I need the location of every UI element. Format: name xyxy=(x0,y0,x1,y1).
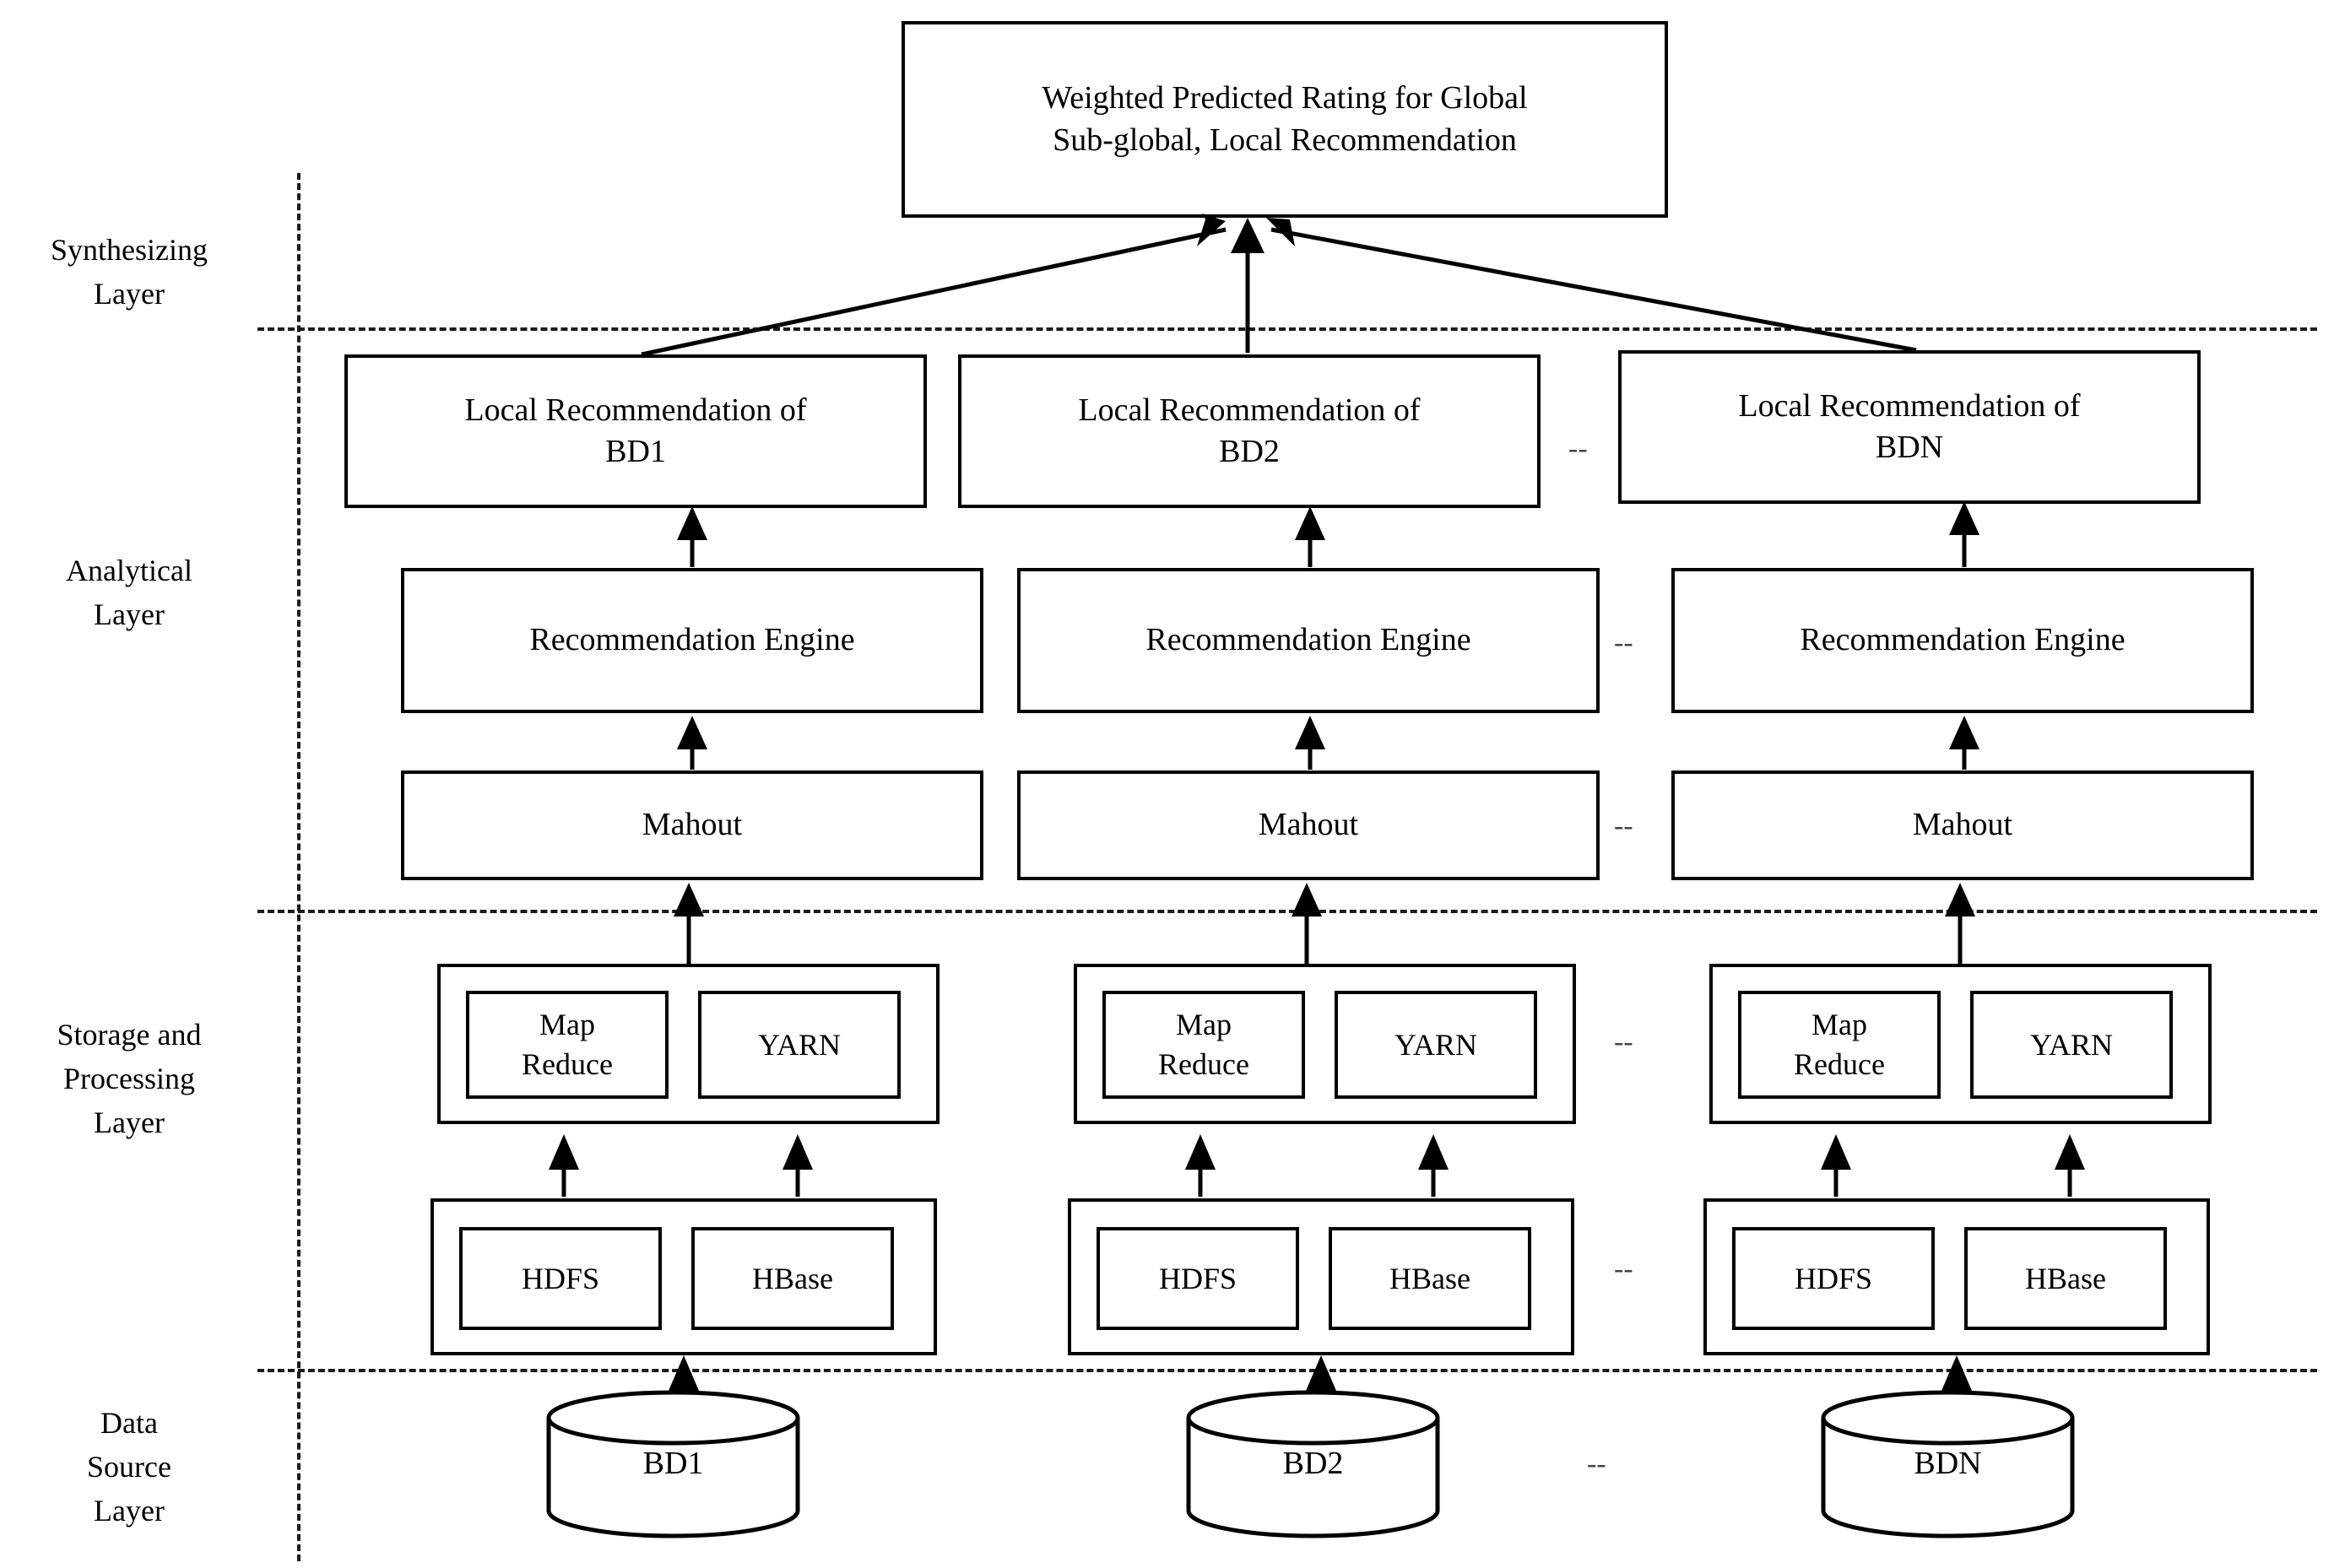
local-rec-bd2-line2: BD2 xyxy=(1219,434,1280,469)
ellipsis-data-source: -- xyxy=(1587,1448,1606,1479)
mahout-box-bd1[interactable]: Mahout xyxy=(401,770,983,880)
recommendation-engine-label-bdn: Recommendation Engine xyxy=(1800,622,2126,658)
yarn-label-bd1: YARN xyxy=(757,1027,841,1062)
layer-divider-analytical-storage xyxy=(257,910,2317,913)
processing-container-bd2: Map Reduce YARN xyxy=(1074,964,1576,1124)
mahout-box-bdn[interactable]: Mahout xyxy=(1671,770,2254,880)
processing-container-bd1: Map Reduce YARN xyxy=(437,964,940,1124)
yarn-box-bd1[interactable]: YARN xyxy=(698,991,901,1099)
layer-label-data-source: Data Source Layer xyxy=(87,1406,171,1528)
hdfs-label-bd1: HDFS xyxy=(521,1261,600,1295)
hbase-box-bd1[interactable]: HBase xyxy=(691,1227,894,1330)
local-rec-bd2-line1: Local Recommendation of xyxy=(1078,392,1421,428)
processing-container-bdn: Map Reduce YARN xyxy=(1709,964,2212,1124)
local-recommendation-box-bd1[interactable]: Local Recommendation of BD1 xyxy=(344,354,927,508)
hdfs-box-bd2[interactable]: HDFS xyxy=(1097,1227,1299,1330)
mahout-label-bdn: Mahout xyxy=(1912,807,2013,843)
local-recommendation-box-bd2[interactable]: Local Recommendation of BD2 xyxy=(958,354,1541,508)
hbase-label-bdn: HBase xyxy=(2025,1261,2106,1295)
map-reduce-box-bd1[interactable]: Map Reduce xyxy=(466,991,669,1099)
yarn-box-bdn[interactable]: YARN xyxy=(1970,991,2173,1099)
local-rec-bd1-line2: BD1 xyxy=(605,434,666,469)
ellipsis-mahout: -- xyxy=(1614,810,1633,841)
map-reduce-bd1-line1: Map xyxy=(539,1008,595,1042)
ellipsis-recommendation-engine: -- xyxy=(1614,627,1633,658)
cylinder-text-bd1-label: BD1 xyxy=(642,1446,704,1481)
hbase-label-bd1: HBase xyxy=(752,1261,833,1295)
cylinder-text-bd2: BD2 xyxy=(1189,1445,1438,1482)
layer-label-analytical: Analytical Layer xyxy=(66,554,192,632)
layer-label-synthesizing: Synthesizing Layer xyxy=(51,233,208,311)
local-recommendation-box-bdn[interactable]: Local Recommendation of BDN xyxy=(1618,350,2201,504)
weighted-rating-line1: Weighted Predicted Rating for Global xyxy=(1042,80,1528,116)
map-reduce-bd1-line2: Reduce xyxy=(522,1047,613,1081)
storage-container-bdn: HDFS HBase xyxy=(1703,1198,2210,1355)
yarn-label-bd2: YARN xyxy=(1394,1027,1477,1062)
recommendation-engine-label-bd2: Recommendation Engine xyxy=(1145,622,1471,658)
cylinder-text-bdn: BDN xyxy=(1823,1445,2072,1482)
storage-container-bd2: HDFS HBase xyxy=(1068,1198,1574,1355)
cylinder-text-bdn-label: BDN xyxy=(1914,1446,1982,1481)
map-reduce-bdn-line2: Reduce xyxy=(1794,1047,1885,1081)
cylinder-text-bd2-label: BD2 xyxy=(1282,1446,1344,1481)
ellipsis-processing: -- xyxy=(1614,1026,1633,1057)
hdfs-box-bdn[interactable]: HDFS xyxy=(1732,1227,1935,1330)
layer-label-storage-processing: Storage and Processing Layer xyxy=(57,1018,202,1140)
local-rec-bdn-line1: Local Recommendation of xyxy=(1738,387,2081,424)
mahout-label-bd2: Mahout xyxy=(1258,807,1359,843)
map-reduce-bd2-line2: Reduce xyxy=(1158,1047,1249,1081)
recommendation-engine-box-bd2[interactable]: Recommendation Engine xyxy=(1017,568,1600,713)
weighted-rating-line2: Sub-global, Local Recommendation xyxy=(1053,122,1517,158)
yarn-box-bd2[interactable]: YARN xyxy=(1335,991,1537,1099)
ellipsis-local-recommendation: -- xyxy=(1568,433,1588,464)
local-rec-bd1-line1: Local Recommendation of xyxy=(464,392,807,428)
layer-divider-storage-datasource xyxy=(257,1369,2317,1372)
hbase-label-bd2: HBase xyxy=(1389,1261,1470,1295)
hbase-box-bd2[interactable]: HBase xyxy=(1329,1227,1531,1330)
mahout-box-bd2[interactable]: Mahout xyxy=(1017,770,1600,880)
map-reduce-box-bdn[interactable]: Map Reduce xyxy=(1738,991,1941,1099)
mahout-label-bd1: Mahout xyxy=(642,807,743,843)
recommendation-engine-box-bdn[interactable]: Recommendation Engine xyxy=(1671,568,2254,713)
cylinder-text-bd1: BD1 xyxy=(549,1445,798,1482)
map-reduce-box-bd2[interactable]: Map Reduce xyxy=(1102,991,1305,1099)
yarn-label-bdn: YARN xyxy=(2029,1027,2113,1062)
hbase-box-bdn[interactable]: HBase xyxy=(1964,1227,2167,1330)
ellipsis-storage: -- xyxy=(1614,1253,1633,1284)
weighted-predicted-rating-box[interactable]: Weighted Predicted Rating for Global Sub… xyxy=(902,21,1668,218)
recommendation-engine-box-bd1[interactable]: Recommendation Engine xyxy=(401,568,983,713)
hdfs-label-bdn: HDFS xyxy=(1794,1261,1873,1295)
storage-container-bd1: HDFS HBase xyxy=(431,1198,937,1355)
hdfs-label-bd2: HDFS xyxy=(1158,1261,1237,1295)
map-reduce-bdn-line1: Map xyxy=(1811,1008,1867,1042)
recommendation-engine-label-bd1: Recommendation Engine xyxy=(529,622,855,658)
map-reduce-bd2-line1: Map xyxy=(1176,1008,1232,1042)
local-rec-bdn-line2: BDN xyxy=(1875,430,1944,465)
layer-divider-vertical xyxy=(297,173,301,1561)
hdfs-box-bd1[interactable]: HDFS xyxy=(459,1227,662,1330)
